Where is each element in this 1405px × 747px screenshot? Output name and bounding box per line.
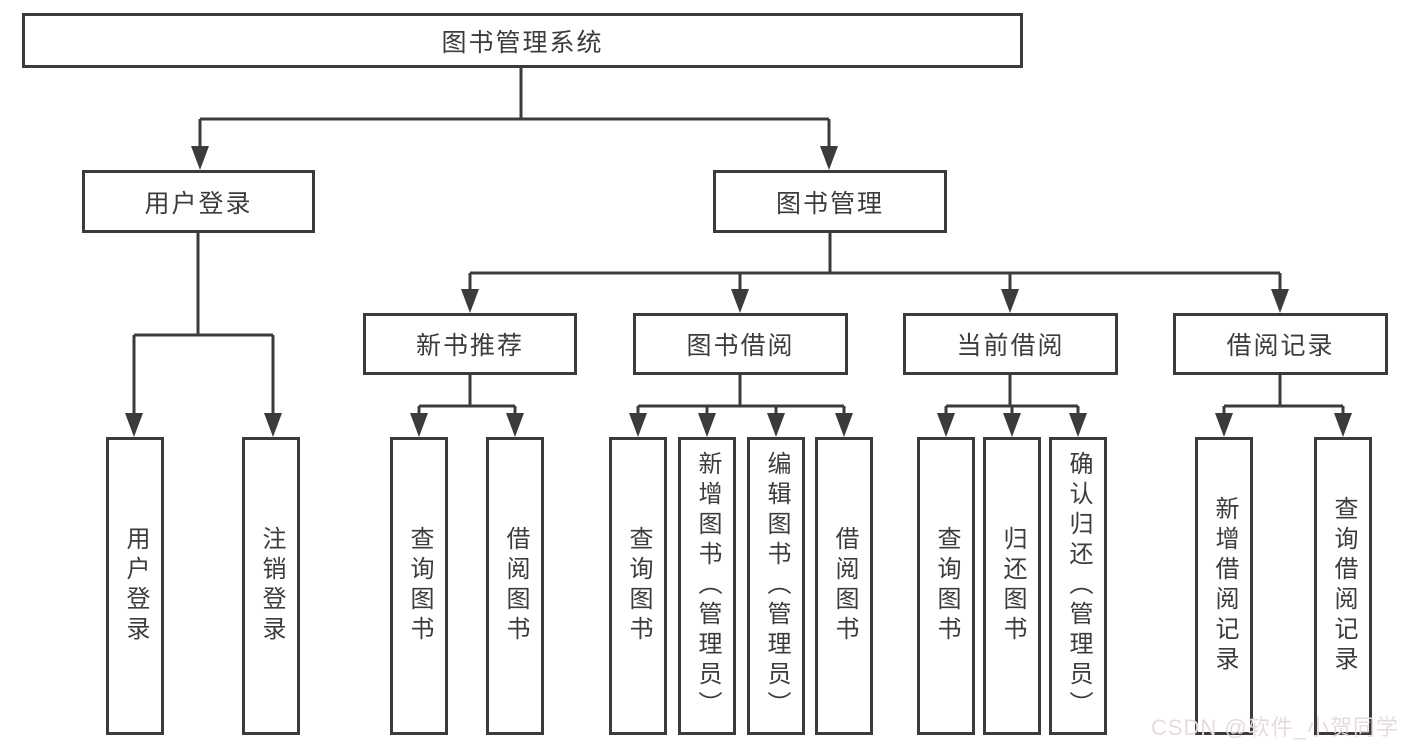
arrow-down-icon — [410, 413, 428, 437]
leaf-query-books-borrowing: 查询图书 — [609, 437, 667, 735]
arrow-down-icon — [1001, 289, 1019, 313]
node-label: 借阅记录 — [1226, 332, 1335, 360]
arrow-down-icon — [264, 413, 282, 437]
leaf-add-book-admin: 新增图书（管理员） — [678, 437, 736, 735]
arrowhead-icons — [125, 146, 1352, 437]
node-borrowing-records: 借阅记录 — [1173, 313, 1388, 375]
leaf-label: 查询图书 — [933, 526, 960, 646]
node-current-borrowing: 当前借阅 — [903, 313, 1118, 375]
leaf-logout: 注销登录 — [242, 437, 300, 735]
arrow-down-icon — [835, 413, 853, 437]
arrow-down-icon — [1003, 413, 1021, 437]
leaf-label: 借阅图书 — [502, 526, 529, 646]
node-label: 用户登录 — [144, 189, 253, 218]
arrow-down-icon — [461, 289, 479, 313]
leaf-confirm-return-admin: 确认归还（管理员） — [1049, 437, 1107, 735]
node-label: 图书借阅 — [686, 332, 795, 360]
leaf-label: 新增图书（管理员） — [694, 451, 721, 721]
node-new-book-recommend: 新书推荐 — [363, 313, 577, 375]
leaf-edit-book-admin: 编辑图书（管理员） — [747, 437, 805, 735]
arrow-down-icon — [1334, 413, 1352, 437]
arrow-down-icon — [731, 289, 749, 313]
arrow-down-icon — [767, 413, 785, 437]
arrow-down-icon — [125, 413, 143, 437]
node-label: 图书管理系统 — [441, 28, 604, 57]
leaf-label: 编辑图书（管理员） — [763, 451, 790, 721]
leaf-label: 查询图书 — [625, 526, 652, 646]
node-user-login: 用户登录 — [82, 170, 315, 233]
node-label: 图书管理 — [775, 189, 884, 218]
node-book-management: 图书管理 — [713, 170, 947, 233]
leaf-label: 用户登录 — [122, 526, 149, 646]
leaf-query-borrow-record: 查询借阅记录 — [1314, 437, 1372, 735]
arrow-down-icon — [506, 413, 524, 437]
node-book-borrowing: 图书借阅 — [633, 313, 848, 375]
connector-lines — [132, 68, 1345, 415]
leaf-label: 新增借阅记录 — [1211, 496, 1238, 676]
leaf-user-login: 用户登录 — [106, 437, 164, 735]
arrow-down-icon — [191, 146, 209, 170]
arrow-down-icon — [1069, 413, 1087, 437]
node-system-root: 图书管理系统 — [22, 13, 1023, 68]
leaf-borrow-books-recommend: 借阅图书 — [486, 437, 544, 735]
leaf-query-books-recommend: 查询图书 — [390, 437, 448, 735]
node-label: 当前借阅 — [956, 332, 1065, 360]
leaf-borrow-books-borrowing: 借阅图书 — [815, 437, 873, 735]
node-label: 新书推荐 — [415, 332, 524, 360]
leaf-label: 确认归还（管理员） — [1065, 451, 1092, 721]
leaf-label: 归还图书 — [999, 526, 1026, 646]
leaf-label: 注销登录 — [258, 526, 285, 646]
arrow-down-icon — [629, 413, 647, 437]
arrow-down-icon — [698, 413, 716, 437]
arrow-down-icon — [820, 146, 838, 170]
leaf-add-borrow-record: 新增借阅记录 — [1195, 437, 1253, 735]
leaf-label: 查询图书 — [406, 526, 433, 646]
arrow-down-icon — [1271, 289, 1289, 313]
arrow-down-icon — [937, 413, 955, 437]
leaf-label: 查询借阅记录 — [1330, 496, 1357, 676]
leaf-return-books: 归还图书 — [983, 437, 1041, 735]
leaf-label: 借阅图书 — [831, 526, 858, 646]
arrow-down-icon — [1215, 413, 1233, 437]
leaf-query-books-current: 查询图书 — [917, 437, 975, 735]
